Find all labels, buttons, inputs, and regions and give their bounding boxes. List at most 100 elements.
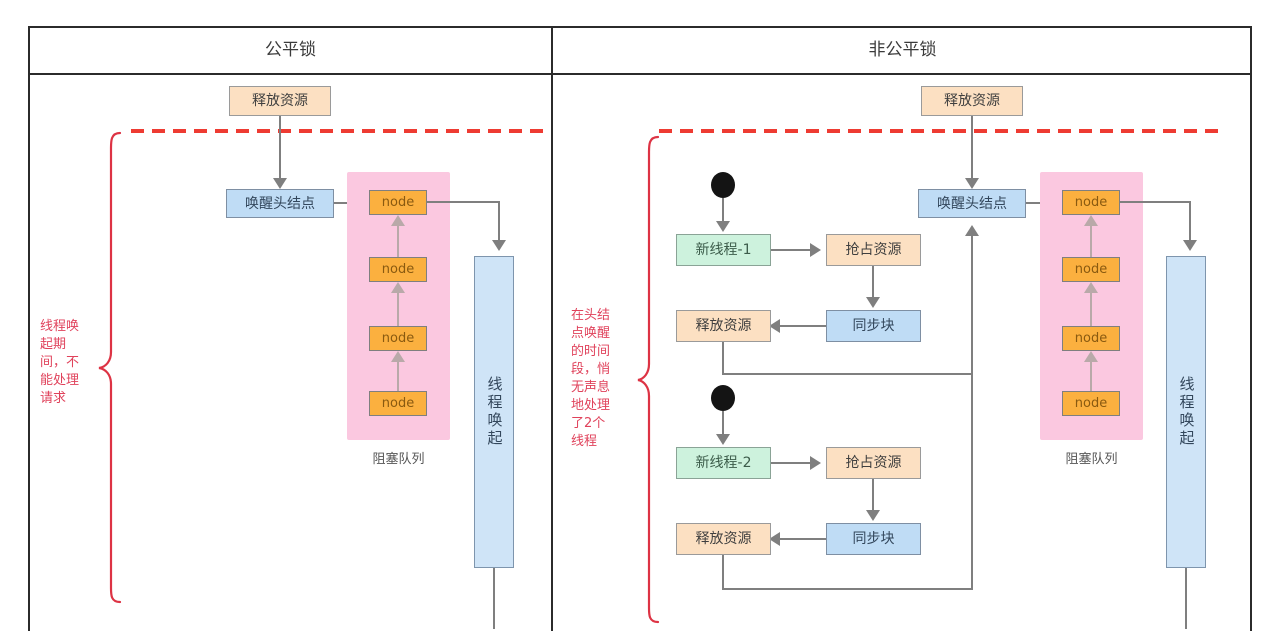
right-arrowhead-node-to-bar (1183, 240, 1197, 251)
feedback-riser-vertical (971, 229, 973, 590)
left-queue-node-3[interactable]: node (369, 391, 427, 416)
left-arrowhead-release-to-wake (273, 178, 287, 189)
thread-2-connector-to-sync (872, 479, 874, 512)
right-queue-node-1[interactable]: node (1062, 257, 1120, 282)
panel-title-fair-lock: 公平锁 (265, 40, 316, 60)
right-queue-node-2[interactable]: node (1062, 326, 1120, 351)
left-wake-head-node-box[interactable]: 唤醒头结点 (226, 189, 334, 218)
thread-2-seize-resource-box[interactable]: 抢占资源 (826, 447, 921, 479)
thread-2-arrowhead-to-seize (810, 456, 821, 470)
left-dashed-divider (131, 129, 543, 133)
thread-2-feedback-right (722, 588, 973, 590)
right-annotation-text: 在头结 点唤醒 的时间 段，悄 无声息 地处理 了2个 线程 (571, 308, 611, 449)
thread-1-sync-block-box[interactable]: 同步块 (826, 310, 921, 342)
left-queue-node-3-label: node (381, 396, 415, 411)
left-queue-arrow-1 (391, 215, 405, 226)
thread-1-arrowhead-to-seize (810, 243, 821, 257)
right-queue-link-3 (1090, 362, 1092, 391)
thread-1-new-thread-label: 新线程-1 (695, 242, 752, 258)
left-queue-arrow-3 (391, 351, 405, 362)
thread-2-arrowhead-to-release (769, 532, 780, 546)
left-queue-link-2 (397, 293, 399, 326)
thread-1-arrowhead-to-release (769, 319, 780, 333)
thread-2-connector-to-seize (771, 462, 814, 464)
thread-1-start-connector (722, 198, 724, 224)
left-queue-arrow-2 (391, 282, 405, 293)
left-annotation-bracket (96, 130, 126, 609)
left-release-resource-label: 释放资源 (252, 93, 308, 109)
left-annotation-text: 线程唤 起期 间，不 能处理 请求 (40, 319, 80, 406)
thread-1-seize-resource-label: 抢占资源 (845, 242, 902, 258)
right-connector-release-to-wake (971, 116, 973, 180)
diagram-table-outline (28, 26, 1252, 631)
thread-2-sync-block-label: 同步块 (852, 531, 895, 547)
left-bar-tail-line (493, 568, 495, 629)
table-column-separator (551, 26, 553, 631)
thread-1-connector-to-sync (872, 266, 874, 299)
right-blocking-queue-caption: 阻塞队列 (1065, 452, 1118, 467)
right-connector-node-to-bar-v (1189, 201, 1191, 243)
left-queue-node-2-label: node (381, 331, 415, 346)
right-annotation-bracket (636, 134, 664, 630)
right-queue-arrow-1 (1084, 215, 1098, 226)
left-queue-link-1 (397, 226, 399, 257)
thread-2-release-resource-box[interactable]: 释放资源 (676, 523, 771, 555)
left-connector-node-to-bar-h (427, 201, 500, 203)
right-queue-link-2 (1090, 293, 1092, 326)
thread-1-release-resource-label: 释放资源 (695, 318, 752, 334)
right-release-resource-box[interactable]: 释放资源 (921, 86, 1023, 116)
thread-2-start-dot (711, 385, 735, 411)
left-release-resource-box[interactable]: 释放资源 (229, 86, 331, 116)
right-thread-wakeup-label: 线程唤起 (1177, 376, 1196, 448)
thread-2-start-connector (722, 411, 724, 437)
right-queue-node-2-label: node (1074, 331, 1108, 346)
right-queue-node-0[interactable]: node (1062, 190, 1120, 215)
left-queue-node-2[interactable]: node (369, 326, 427, 351)
feedback-riser-arrowhead (965, 225, 979, 236)
right-queue-arrow-3 (1084, 351, 1098, 362)
thread-2-seize-resource-label: 抢占资源 (845, 455, 902, 471)
thread-1-start-arrowhead (716, 221, 730, 232)
thread-1-start-dot (711, 172, 735, 198)
thread-1-arrowhead-to-sync (866, 297, 880, 308)
right-connector-node-to-bar-h (1120, 201, 1191, 203)
right-release-resource-label: 释放资源 (944, 93, 1000, 109)
panel-title-unfair-lock: 非公平锁 (868, 40, 937, 60)
left-queue-node-1-label: node (381, 262, 415, 277)
left-connector-release-to-wake (279, 116, 281, 180)
table-header-separator (28, 73, 1252, 75)
left-thread-wakeup-bar[interactable]: 线程唤起 (474, 256, 514, 568)
right-queue-arrow-2 (1084, 282, 1098, 293)
left-queue-node-1[interactable]: node (369, 257, 427, 282)
thread-2-arrowhead-to-sync (866, 510, 880, 521)
left-connector-node-to-bar-v (498, 201, 500, 243)
right-arrowhead-release-to-wake (965, 178, 979, 189)
thread-1-feedback-right (722, 373, 973, 375)
right-queue-node-3-label: node (1074, 396, 1108, 411)
thread-1-connector-to-seize (771, 249, 814, 251)
right-dashed-divider (659, 129, 1224, 133)
right-wake-head-node-label: 唤醒头结点 (937, 195, 1007, 212)
thread-2-new-thread-label: 新线程-2 (695, 455, 752, 471)
thread-2-sync-block-box[interactable]: 同步块 (826, 523, 921, 555)
thread-2-new-thread-box[interactable]: 新线程-2 (676, 447, 771, 479)
thread-2-start-arrowhead (716, 434, 730, 445)
right-queue-node-1-label: node (1074, 262, 1108, 277)
right-thread-wakeup-bar[interactable]: 线程唤起 (1166, 256, 1206, 568)
left-queue-link-3 (397, 362, 399, 391)
left-wake-head-node-label: 唤醒头结点 (245, 195, 315, 212)
thread-1-feedback-down (722, 342, 724, 375)
right-queue-node-3[interactable]: node (1062, 391, 1120, 416)
left-thread-wakeup-label: 线程唤起 (485, 376, 504, 448)
thread-1-sync-block-label: 同步块 (852, 318, 895, 334)
right-wake-head-node-box[interactable]: 唤醒头结点 (918, 189, 1026, 218)
thread-1-new-thread-box[interactable]: 新线程-1 (676, 234, 771, 266)
left-queue-node-0[interactable]: node (369, 190, 427, 215)
thread-1-release-resource-box[interactable]: 释放资源 (676, 310, 771, 342)
thread-2-connector-to-release (771, 538, 826, 540)
left-queue-node-0-label: node (381, 195, 415, 210)
thread-1-connector-to-release (771, 325, 826, 327)
left-blocking-queue-caption: 阻塞队列 (372, 452, 425, 467)
thread-1-seize-resource-box[interactable]: 抢占资源 (826, 234, 921, 266)
thread-2-feedback-down (722, 555, 724, 590)
